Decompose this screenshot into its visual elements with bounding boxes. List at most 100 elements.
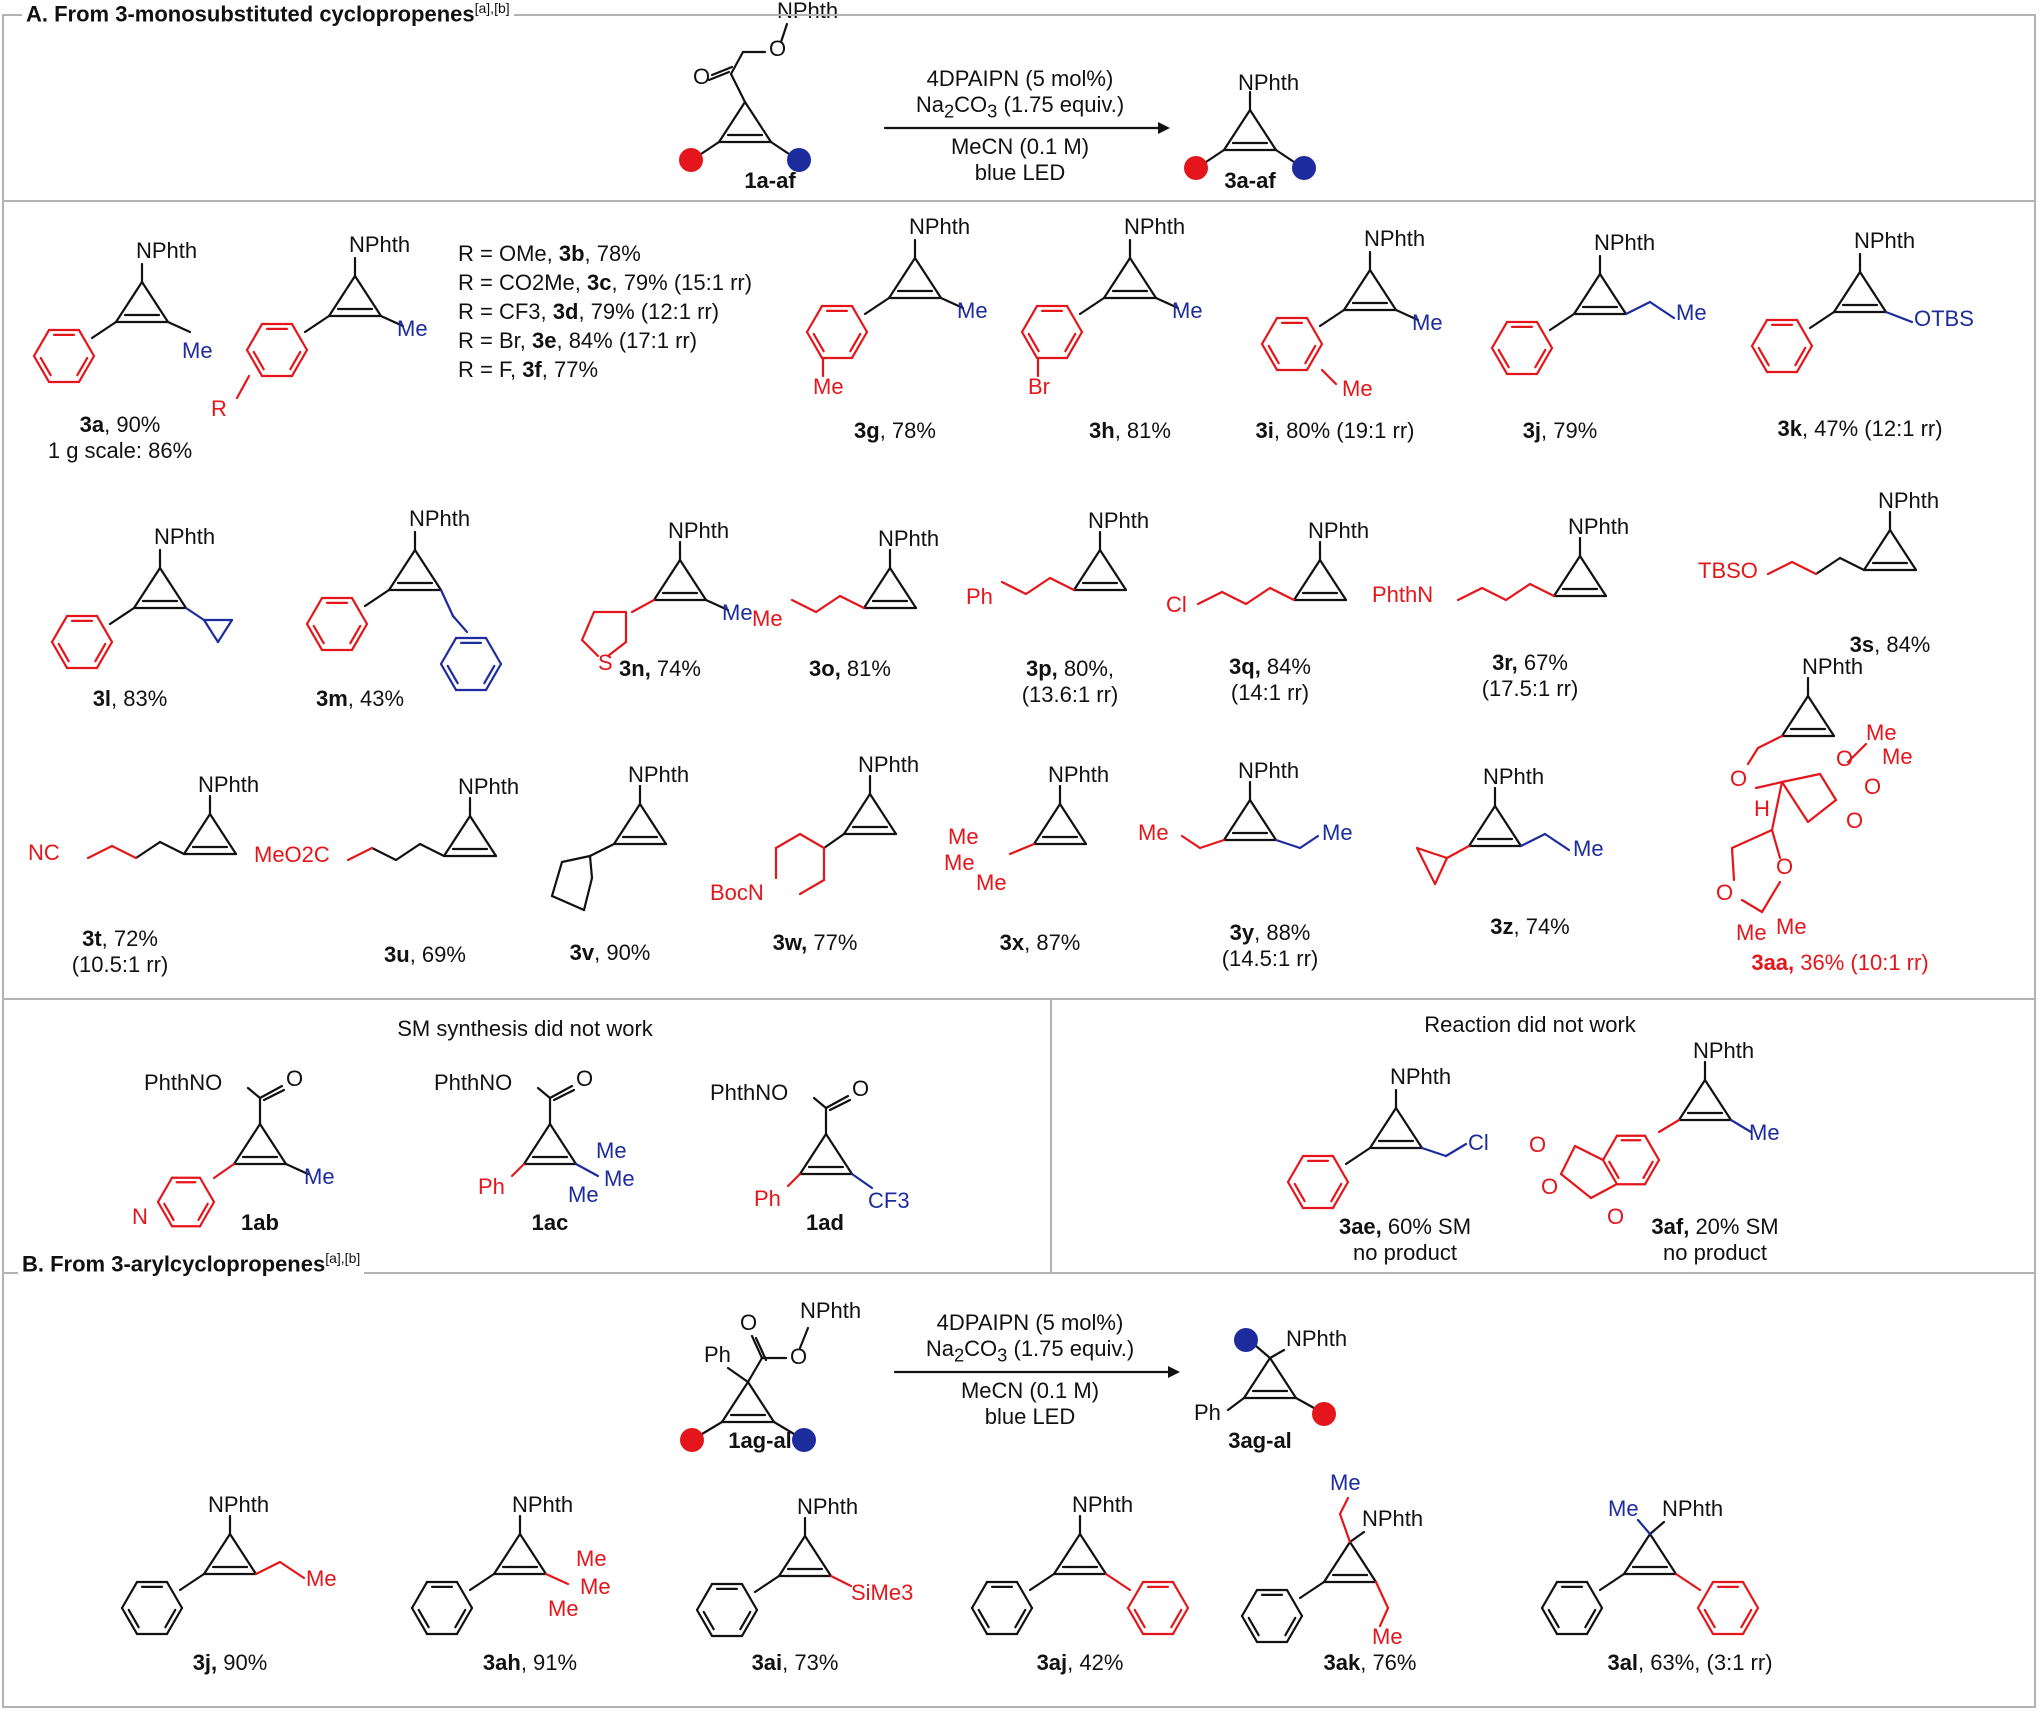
- bond-line: [1394, 308, 1420, 322]
- bond-line: [1058, 802, 1088, 846]
- me-label: Me: [1676, 300, 1707, 325]
- bond-line: [1780, 772, 1822, 784]
- ring-double-bond: [57, 642, 70, 663]
- bond-line: [1318, 558, 1348, 602]
- me-label: Me: [580, 1574, 611, 1599]
- bond-line: [606, 640, 628, 658]
- nphth-label: NPhth: [409, 506, 470, 531]
- ring-double-bond: [1284, 1616, 1297, 1637]
- bond-line: [1445, 844, 1471, 860]
- section-b-product-label: 3ag-al: [1228, 1428, 1292, 1453]
- ring-bond: [1696, 1580, 1715, 1610]
- bond-line: [1433, 856, 1449, 886]
- ring-bond: [410, 1606, 429, 1636]
- bond-line: [862, 566, 892, 610]
- bond-line: [1052, 1532, 1082, 1576]
- ring-bond: [120, 1606, 139, 1636]
- ring-bond: [156, 1176, 174, 1204]
- ring-double-bond: [39, 356, 52, 377]
- bond-line: [743, 100, 773, 144]
- nphth-label: NPhth: [797, 1494, 858, 1519]
- oxygen-label: O: [1607, 1204, 1624, 1229]
- bond-line: [582, 876, 594, 912]
- ring-bond: [1750, 318, 1769, 348]
- bond-line: [560, 854, 592, 864]
- compound-label-3r: 3r, 67%(17.5:1 rr): [1481, 650, 1579, 701]
- bond-line: [1756, 734, 1784, 750]
- ring-bond: [165, 1580, 184, 1610]
- bond-line: [1677, 1078, 1707, 1122]
- bond-line: [652, 558, 682, 602]
- oxygen-label: O: [1776, 854, 1793, 879]
- ring-bond: [77, 328, 96, 358]
- oxygen-label: O: [1836, 746, 1853, 771]
- bond-line: [208, 812, 238, 856]
- ring-bond: [245, 322, 264, 352]
- me-label: Me: [1749, 1120, 1780, 1145]
- ring-bond: [305, 622, 324, 652]
- bond-line: [1806, 694, 1836, 738]
- oxygen-label: O: [1716, 880, 1733, 905]
- ring-bond: [198, 1176, 216, 1204]
- ring-double-bond: [94, 642, 107, 663]
- ph-label: Ph: [478, 1174, 505, 1199]
- bond-line: [212, 1162, 236, 1180]
- bond-line: [746, 1380, 776, 1424]
- ph-label: Ph: [704, 1342, 731, 1367]
- bond-line: [1344, 1146, 1372, 1166]
- bond-line: [140, 280, 170, 324]
- bond-line: [182, 812, 212, 856]
- bond-line: [1858, 270, 1888, 314]
- me-label: Me: [1172, 298, 1203, 323]
- bond-line: [327, 274, 357, 318]
- bond-line: [1154, 296, 1180, 310]
- oxygen-label: O: [1529, 1132, 1546, 1157]
- ring-bond: [1601, 1134, 1619, 1162]
- ring-bond: [165, 1606, 184, 1636]
- bond-line: [202, 618, 220, 644]
- bond-line: [1624, 300, 1652, 316]
- ring-double-bond: [1584, 1608, 1597, 1629]
- bond-line: [114, 280, 144, 324]
- bond-line: [246, 1086, 262, 1100]
- ring-bond: [1696, 1606, 1715, 1636]
- bond-line: [754, 1336, 768, 1362]
- tbso-label: TBSO: [1698, 558, 1758, 583]
- me-label: Me: [604, 1166, 635, 1191]
- ring-double-bond: [252, 350, 265, 371]
- bond-line: [353, 274, 383, 318]
- bond-line: [1467, 804, 1497, 848]
- cl-label: Cl: [1468, 1130, 1489, 1155]
- failed-sm-header: SM synthesis did not work: [397, 1016, 653, 1041]
- nphth-label: NPhth: [1048, 762, 1109, 787]
- ester-oxygen-label: O: [790, 1344, 807, 1369]
- bond-line: [262, 1088, 286, 1102]
- bond-line: [1598, 272, 1628, 316]
- ring-bond: [970, 1606, 989, 1636]
- nphth-label: NPhth: [1594, 230, 1655, 255]
- bond-line: [786, 1172, 802, 1188]
- nphth-label: NPhth: [1088, 508, 1149, 533]
- bond-line: [394, 842, 422, 862]
- ring-double-bond: [1497, 348, 1510, 369]
- bond-line: [710, 65, 734, 77]
- bond-line: [1519, 832, 1547, 848]
- ring-bond: [1285, 1614, 1304, 1644]
- bond-line: [803, 1534, 833, 1578]
- bond-line: [468, 1572, 496, 1592]
- bond-line: [184, 606, 206, 622]
- bond-line: [1378, 1606, 1390, 1628]
- bond-line: [812, 1096, 828, 1110]
- bond-line: [548, 1122, 578, 1166]
- bond-line: [90, 320, 118, 340]
- me-label: Me: [304, 1164, 335, 1189]
- bond-line: [1394, 1106, 1424, 1150]
- ring-bond: [1020, 304, 1039, 334]
- bond-line: [1072, 548, 1102, 592]
- failed-rxn-header: Reaction did not work: [1424, 1012, 1636, 1037]
- bond-line: [824, 1132, 854, 1176]
- ring-double-bond: [739, 1610, 752, 1631]
- bond-line: [518, 1532, 548, 1576]
- ring-bond: [1126, 1580, 1145, 1610]
- compound-label-3ai: 3ai, 73%: [751, 1650, 839, 1675]
